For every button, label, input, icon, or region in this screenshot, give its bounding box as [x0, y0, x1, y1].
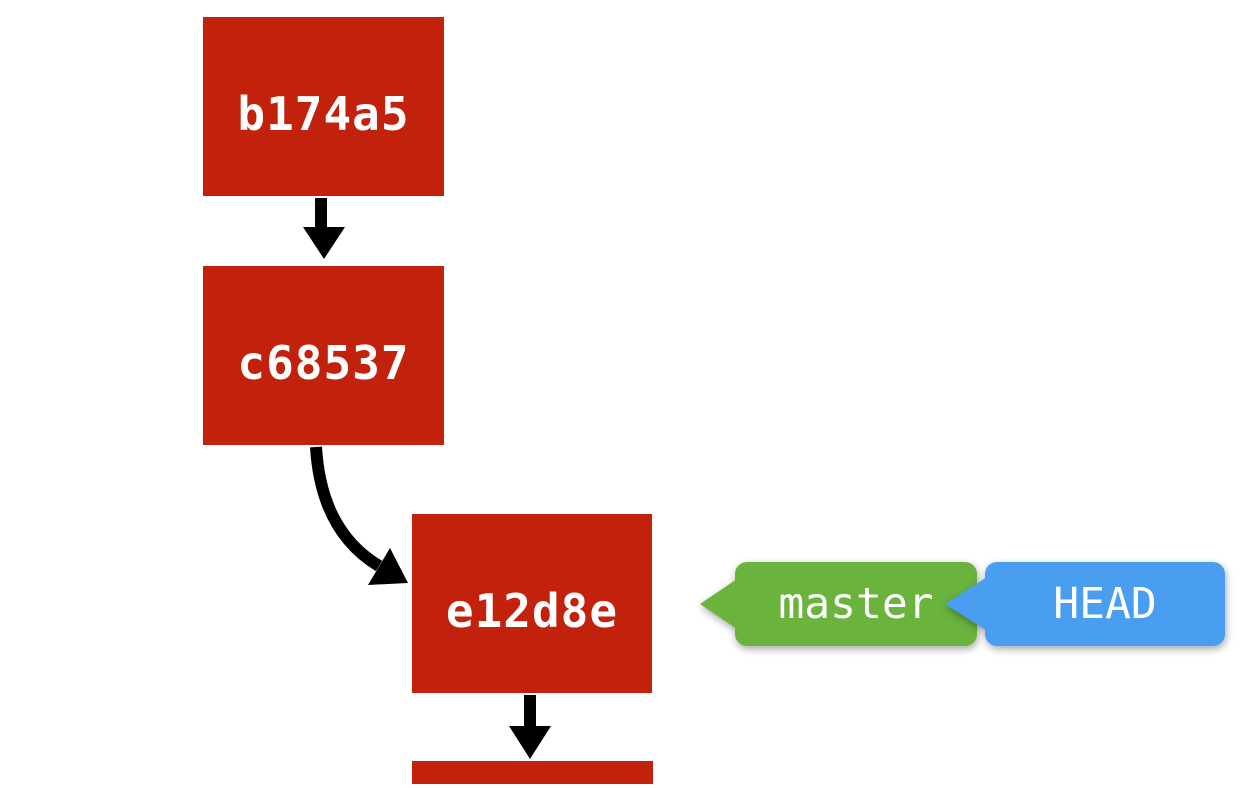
commit-hash: b174a5 [237, 86, 410, 141]
commit-node: e12d8e [412, 514, 652, 693]
branch-tag-master: master [700, 562, 977, 646]
commit-hash: c68537 [237, 335, 410, 390]
commit-node: b174a5 [203, 17, 444, 196]
branch-tag-label: master [735, 562, 977, 646]
arrowhead-icon [509, 726, 551, 759]
tag-pointer-left-icon [945, 577, 987, 631]
edge-arrow-e12d8e-next [509, 695, 551, 759]
edge-arrow-b174a5-c68537 [303, 198, 345, 259]
arrowhead-icon [368, 548, 408, 585]
commit-hash: e12d8e [445, 583, 619, 638]
edge-shaft [310, 446, 383, 572]
edge-arrow-c68537-e12d8e [310, 446, 408, 585]
arrowhead-icon [303, 227, 345, 259]
tag-pointer-left-icon [700, 579, 737, 629]
commit-node-partial [412, 761, 653, 784]
head-tag-label: HEAD [985, 562, 1225, 646]
head-tag: HEAD [945, 562, 1225, 646]
commit-node: c68537 [203, 266, 444, 445]
